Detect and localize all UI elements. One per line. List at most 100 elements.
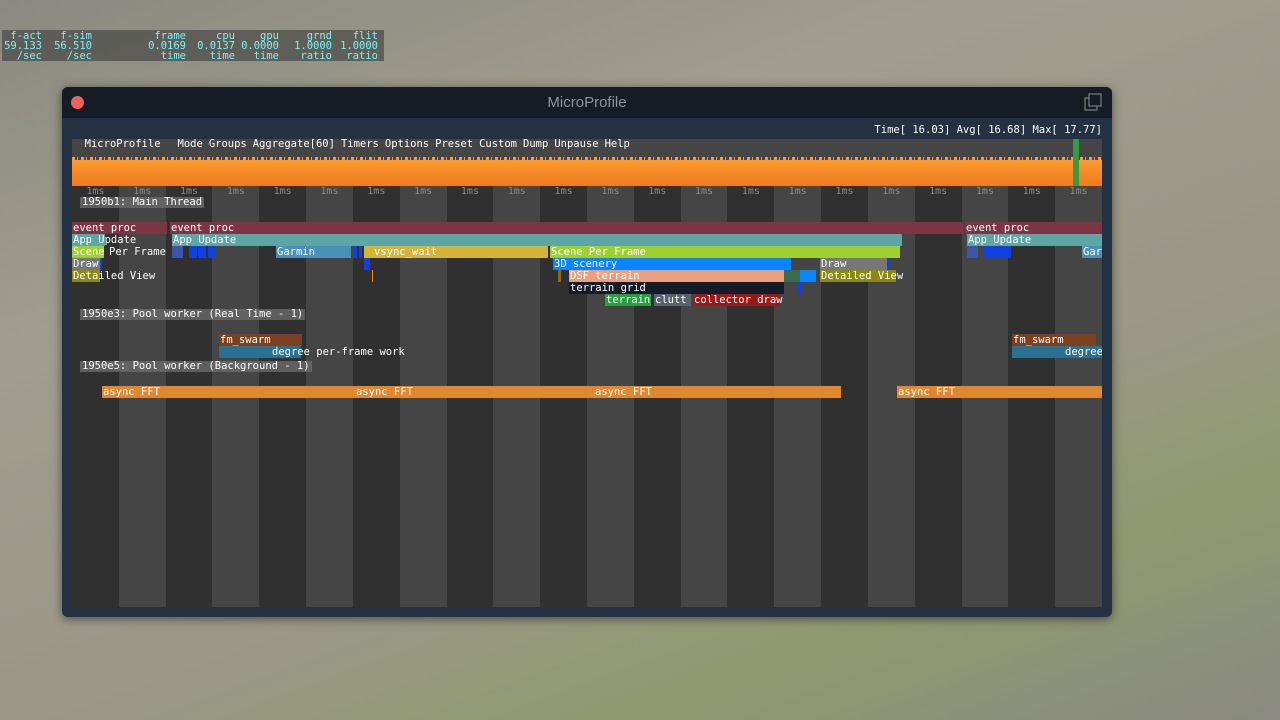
- bar-collector_draw[interactable]: collector draw: [693, 294, 783, 306]
- bar-label-terrain_grid: terrain grid: [570, 282, 646, 294]
- bar-vsync[interactable]: vsync_wait: [364, 246, 548, 258]
- bar-block[interactable]: [359, 246, 362, 258]
- stat-value: 0.0000: [241, 40, 279, 52]
- bar-detailed_view[interactable]: Detailed View: [820, 270, 903, 282]
- stat-head: cpu: [216, 30, 235, 42]
- bar-block[interactable]: [364, 258, 370, 270]
- bar-garmin_cut[interactable]: Gar: [1082, 246, 1102, 258]
- bar-degree_cut[interactable]: degree: [1012, 346, 1102, 358]
- bar-scene[interactable]: Scene: [72, 246, 105, 258]
- bar-label-event_proc: event proc: [171, 222, 235, 234]
- bar-app_update[interactable]: App Update: [72, 234, 136, 246]
- bar-scene_per_frame[interactable]: Scene Per Frame: [550, 246, 900, 258]
- menu-timers[interactable]: Timers: [340, 138, 379, 150]
- menu-preset[interactable]: Preset: [435, 138, 474, 150]
- time-tick-label: 1ms: [554, 186, 573, 197]
- bar-label-fm_swarm: fm_swarm: [220, 334, 271, 346]
- time-tick-label: 1ms: [882, 186, 901, 197]
- bar-label-scene: Scene: [73, 246, 105, 258]
- bar-block[interactable]: [887, 258, 889, 270]
- bar-block[interactable]: [984, 246, 1011, 258]
- time-tick-label: 1ms: [601, 186, 620, 197]
- stat-value: 1.0000: [294, 40, 332, 52]
- bar-label-degree: degree per-frame work: [272, 346, 405, 358]
- bar-scenery_3d[interactable]: 3D scenery: [553, 258, 791, 270]
- bar-event_proc[interactable]: event proc: [965, 222, 1102, 234]
- thread-label-rt[interactable]: 1950e3: Pool worker (Real Time - 1): [80, 308, 306, 320]
- bar-block[interactable]: [558, 270, 561, 282]
- bar-async_fft[interactable]: async FFT: [102, 386, 355, 398]
- bar-label-async_fft: async FFT: [103, 386, 160, 398]
- bar-block[interactable]: [967, 246, 978, 258]
- stat-head: frame: [154, 30, 186, 42]
- bar-block[interactable]: [100, 258, 102, 270]
- menu-custom[interactable]: Custom: [479, 138, 518, 150]
- bar-label-app_update: App Update: [968, 234, 1032, 246]
- thread-label-main[interactable]: 1950b1: Main Thread: [80, 196, 205, 208]
- timing-readout: Time[ 16.03] Avg[ 16.68] Max[ 17.77]: [874, 124, 1102, 136]
- pop-out-icon[interactable]: [1084, 93, 1102, 111]
- time-tick-label: 1ms: [975, 186, 994, 197]
- menu-aggregate60[interactable]: Aggregate[60]: [252, 138, 335, 150]
- bar-label-collector_draw: collector draw: [694, 294, 783, 306]
- bar-label-terrain: terrain: [606, 294, 651, 306]
- bar-terrain_grid[interactable]: terrain grid: [569, 282, 784, 294]
- close-button[interactable]: [71, 96, 84, 109]
- stat-value: 0.0137: [197, 40, 235, 52]
- bar-dsf_terrain[interactable]: DSF terrain: [569, 270, 784, 282]
- bar-fm_swarm[interactable]: fm_swarm: [219, 334, 302, 346]
- bar-block[interactable]: [800, 270, 816, 282]
- bar-draw[interactable]: Draw: [72, 258, 100, 270]
- bar-label-async_fft: async FFT: [356, 386, 413, 398]
- bar-block[interactable]: [372, 270, 373, 282]
- bar-label-draw: Draw: [73, 258, 99, 270]
- bar-event_proc[interactable]: event proc: [72, 222, 167, 234]
- stat-unit: ratio: [346, 50, 378, 62]
- bar-app_update[interactable]: App Update: [967, 234, 1102, 246]
- time-tick-label: 1ms: [1069, 186, 1088, 197]
- bar-block[interactable]: [189, 246, 197, 258]
- menu-dump[interactable]: Dump: [523, 138, 549, 150]
- stat-unit: /sec: [66, 50, 92, 62]
- frame-time-graph[interactable]: [72, 139, 1102, 186]
- menu-groups[interactable]: Groups: [208, 138, 247, 150]
- stat-unit: time: [209, 50, 235, 62]
- bar-block[interactable]: [198, 246, 206, 258]
- bar-detailed_view[interactable]: Detailed View: [72, 270, 155, 282]
- stat-unit: time: [160, 50, 186, 62]
- bar-clutt[interactable]: clutt: [654, 294, 691, 306]
- stat-head: f-act: [10, 30, 42, 42]
- window-title: MicroProfile: [547, 94, 627, 111]
- bar-draw[interactable]: Draw: [820, 258, 887, 270]
- bar-block[interactable]: [798, 282, 801, 294]
- bar-label-garmin: Garmin: [277, 246, 315, 258]
- menu-help[interactable]: Help: [604, 138, 630, 150]
- bar-terrain[interactable]: terrain: [605, 294, 651, 306]
- title-bar[interactable]: [62, 87, 1112, 118]
- bar-async_fft[interactable]: async FFT: [594, 386, 841, 398]
- time-tick-label: 1ms: [180, 186, 199, 197]
- menu-options[interactable]: Options: [384, 138, 430, 150]
- thread-label-bg[interactable]: 1950e5: Pool worker (Background - 1): [80, 360, 312, 372]
- bar-label-app_update: App Update: [73, 234, 137, 246]
- stat-value: 59.133: [4, 40, 42, 52]
- bar-garmin[interactable]: Garmin: [276, 246, 351, 258]
- current-frame-marker: [1073, 139, 1079, 186]
- bar-event_proc[interactable]: event proc: [170, 222, 963, 234]
- bar-app_update[interactable]: App Update: [172, 234, 902, 246]
- bar-block[interactable]: [172, 246, 183, 258]
- bar-block[interactable]: [353, 246, 357, 258]
- bar-block[interactable]: [784, 270, 800, 282]
- bar-async_fft[interactable]: async FFT: [355, 386, 594, 398]
- stat-value: 1.0000: [340, 40, 378, 52]
- bar-block[interactable]: [208, 246, 216, 258]
- bar-async_fft[interactable]: async FFT: [897, 386, 1102, 398]
- menu-mode[interactable]: Mode: [177, 138, 203, 150]
- menu-unpause[interactable]: Unpause: [554, 138, 599, 150]
- bar-degree[interactable]: degree per-frame work: [219, 346, 405, 358]
- bar-fm_swarm[interactable]: fm_swarm: [1012, 334, 1096, 346]
